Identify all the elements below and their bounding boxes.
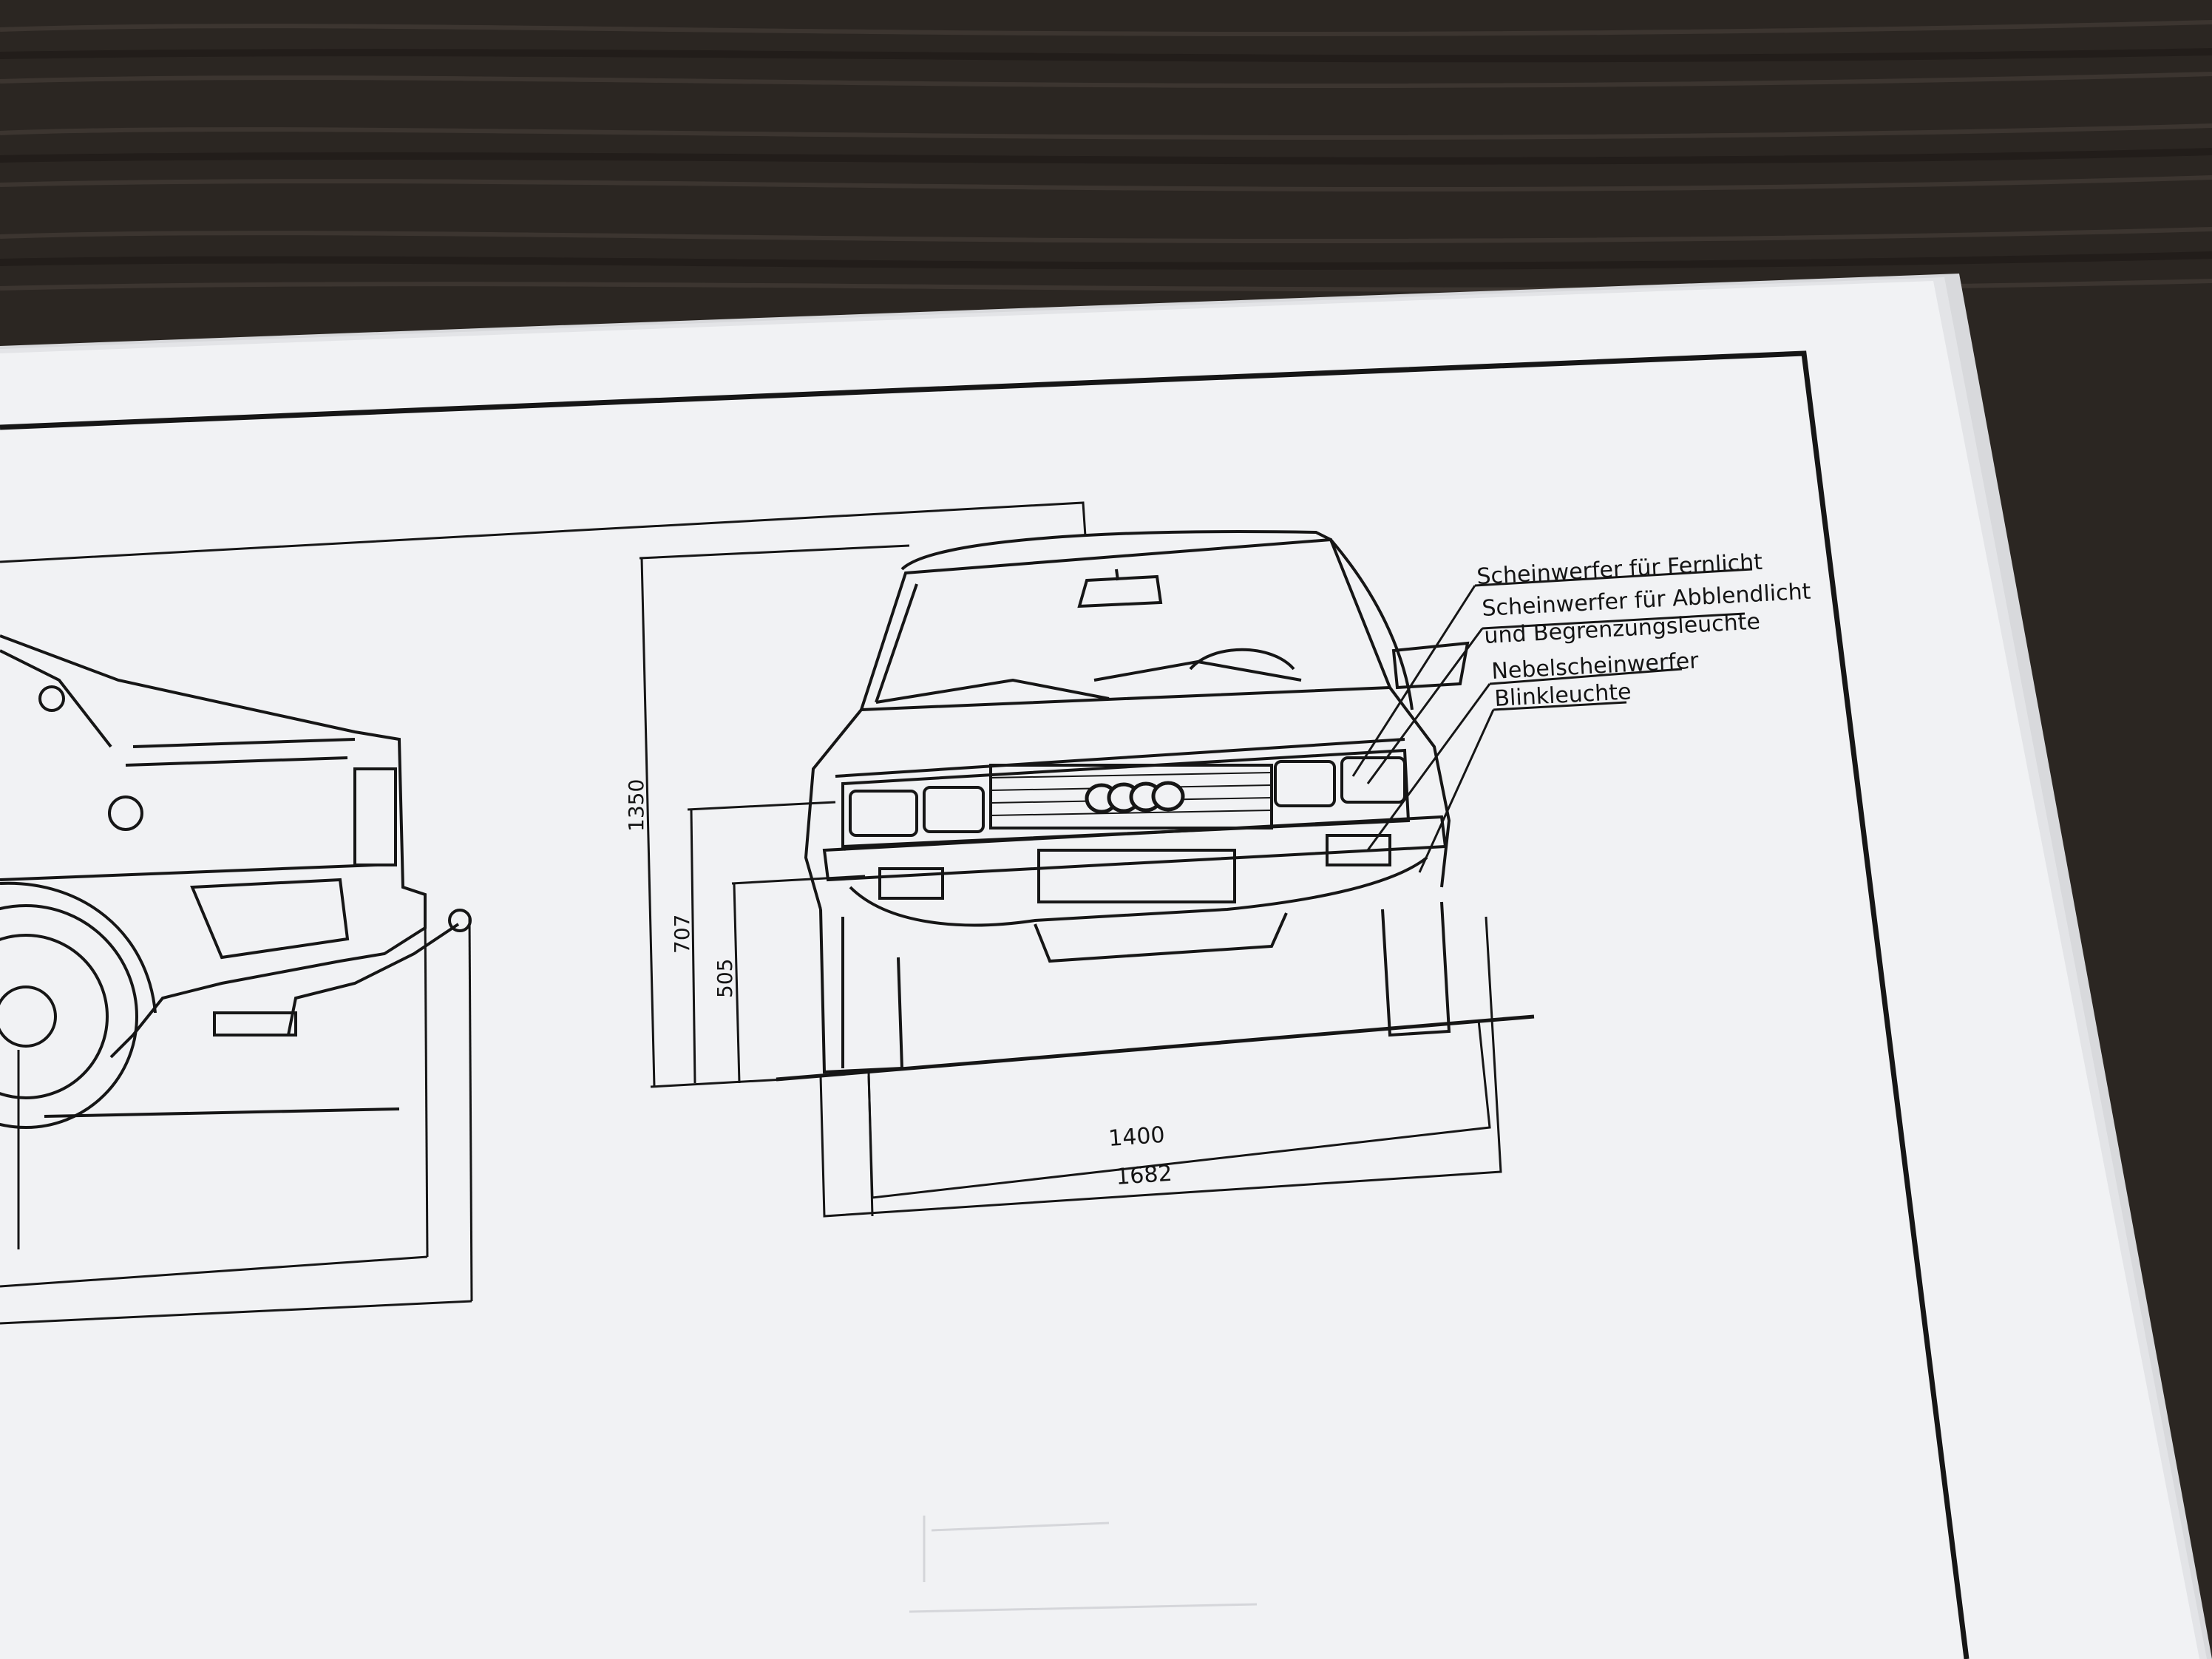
roof-outline [900, 530, 1414, 710]
paper-bleed-through [909, 1516, 1258, 1613]
dimension-overall-width: 1682 [1115, 1161, 1173, 1190]
grille [989, 764, 1273, 830]
front-bumper [822, 815, 1448, 882]
dimension-track-width: 1400 [1107, 1122, 1166, 1152]
dimension-bumper-height: 707 [670, 915, 694, 954]
annotation-leader-lines [1351, 568, 1753, 873]
car-front-view [776, 530, 1535, 1082]
rear-view-mirror [1077, 569, 1163, 608]
side-mirror [1391, 641, 1470, 690]
dimension-lower-height: 505 [713, 959, 737, 998]
fog-light-left [878, 867, 944, 900]
paper-sheet [0, 274, 2212, 1659]
wiper-left [875, 678, 1110, 704]
front-view-dimension-lines [639, 544, 1502, 1218]
headlight-left-outer [849, 790, 918, 837]
car-side-view [0, 634, 472, 1129]
ground-line [776, 1014, 1535, 1082]
headlight-left-inner [923, 786, 985, 833]
drawing-frame-border [0, 350, 1970, 1659]
fog-light-right [1326, 834, 1391, 866]
wheel-right [1381, 901, 1451, 1037]
headlight-right-outer [1340, 756, 1406, 804]
dimension-labels: 1350 707 505 1400 1682 [624, 779, 1173, 1190]
side-view-dimension-lines [0, 501, 1087, 1325]
four-rings-logo [1085, 781, 1185, 814]
headlight-right-inner [1274, 760, 1336, 807]
dimension-overall-height: 1350 [624, 779, 648, 832]
license-plate [1037, 849, 1236, 903]
wheel-left [819, 909, 904, 1074]
